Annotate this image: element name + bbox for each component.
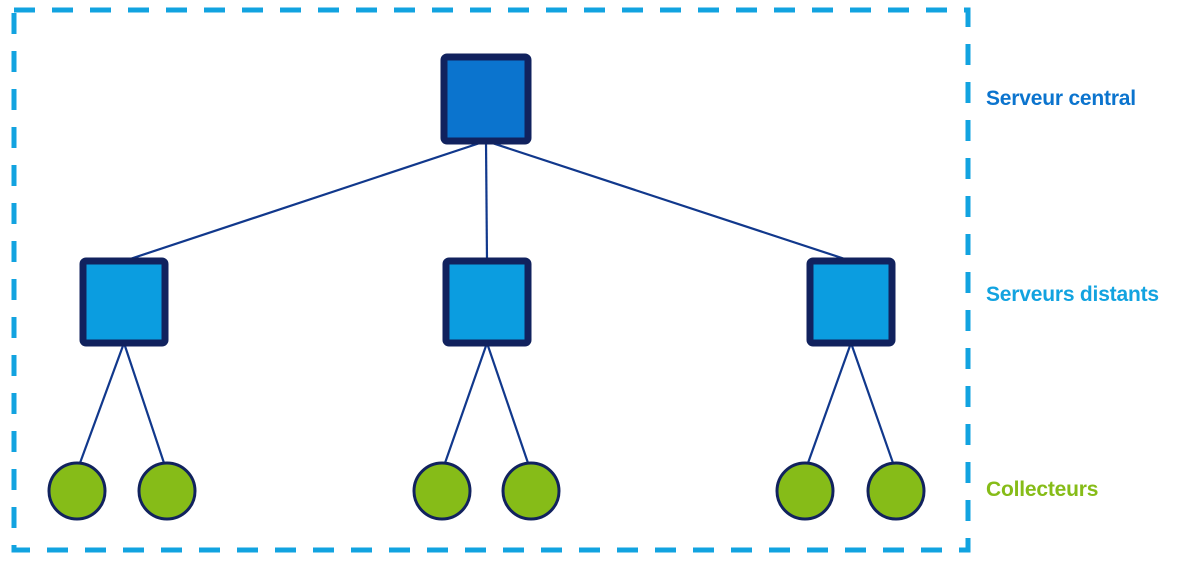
node-central-server[interactable] xyxy=(440,53,532,145)
link-remote0-collector0 xyxy=(78,342,126,464)
link-remote1-collector3 xyxy=(485,342,530,464)
node-remote-server-3[interactable] xyxy=(806,257,896,347)
node-group-central-server xyxy=(440,53,532,145)
link-remote2-collector4 xyxy=(806,342,853,464)
node-collector-4[interactable] xyxy=(501,461,561,521)
link-remote0-collector1 xyxy=(122,342,166,464)
node-collector-5[interactable] xyxy=(775,461,835,521)
link-remote2-collector5 xyxy=(849,342,895,464)
node-remote-server-2[interactable] xyxy=(442,257,532,347)
node-collector-6[interactable] xyxy=(866,461,926,521)
node-group-collectors xyxy=(47,461,926,521)
link-central-remote-middle xyxy=(484,140,489,262)
node-group-remote-servers xyxy=(79,257,896,347)
node-remote-server-1[interactable] xyxy=(79,257,169,347)
node-collector-1[interactable] xyxy=(47,461,107,521)
link-central-remote-right xyxy=(485,139,852,263)
link-central-remote-left xyxy=(123,139,487,263)
boundary-dashed-rect xyxy=(11,7,971,553)
legend-label-central-server: Serveur central xyxy=(986,87,1136,110)
legend-label-collectors: Collecteurs xyxy=(986,478,1099,501)
node-collector-3[interactable] xyxy=(412,461,472,521)
legend-label-remote-servers: Serveurs distants xyxy=(986,283,1159,306)
node-collector-2[interactable] xyxy=(137,461,197,521)
link-group-central-to-remote xyxy=(123,139,852,263)
link-group-remote-to-collector xyxy=(78,342,895,464)
link-remote1-collector2 xyxy=(443,342,489,464)
